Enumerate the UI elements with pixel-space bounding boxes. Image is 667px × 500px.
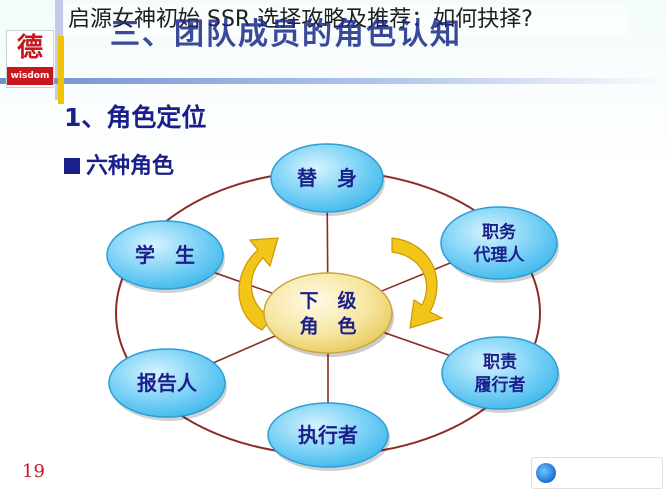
role-node-lower-left-label: 报告人 (137, 371, 198, 395)
globe-icon (536, 463, 556, 483)
role-node-bottom: 执行者 (267, 402, 390, 471)
caption-overlay: 启源女神初始 SSR 选择攻略及推荐：如何抉择? (64, 4, 628, 36)
logo-word: wisdom (7, 67, 53, 85)
role-node-upper-left: 学 生 (106, 220, 225, 293)
page-number: 19 (22, 461, 45, 482)
node-ellipse (108, 348, 226, 418)
node-ellipse (441, 336, 559, 410)
right-curved-arrow (391, 237, 444, 329)
node-ellipse (267, 402, 389, 468)
node-ellipse (270, 143, 384, 213)
role-node-lower-right-label: 履行者 (475, 375, 526, 396)
role-node-upper-right-label: 职务 (482, 222, 517, 243)
title-underline (0, 78, 667, 84)
section-heading: 1、角色定位 (64, 103, 207, 132)
logo-glyph: 德 (16, 33, 43, 63)
center-node-label: 角 色 (299, 315, 356, 338)
left-curved-arrow (238, 237, 279, 331)
role-node-upper-right-label: 代理人 (473, 245, 526, 266)
slide-title: 三、团队成员的角色认知 (110, 17, 462, 52)
center-ellipse (263, 272, 393, 354)
role-node-lower-left: 报告人 (108, 348, 227, 421)
logo: 德 wisdom (6, 30, 54, 88)
role-node-top: 替 身 (270, 143, 385, 216)
node-ellipse (440, 206, 558, 280)
role-node-bottom-label: 执行者 (298, 423, 358, 447)
watermark-text (560, 466, 660, 480)
bullet-square (64, 158, 80, 174)
watermark-badge (531, 457, 663, 489)
center-node: 下 级角 色 (263, 272, 394, 357)
accent-bar (58, 36, 64, 104)
center-node-label: 下 级 (299, 289, 356, 312)
role-node-lower-right-label: 职责 (483, 353, 517, 373)
node-ellipse (106, 220, 224, 290)
role-node-upper-left-label: 学 生 (135, 243, 195, 267)
bullet-row: 六种角色 (64, 152, 264, 182)
bullet-text: 六种角色 (86, 154, 175, 179)
role-node-top-label: 替 身 (297, 166, 357, 190)
